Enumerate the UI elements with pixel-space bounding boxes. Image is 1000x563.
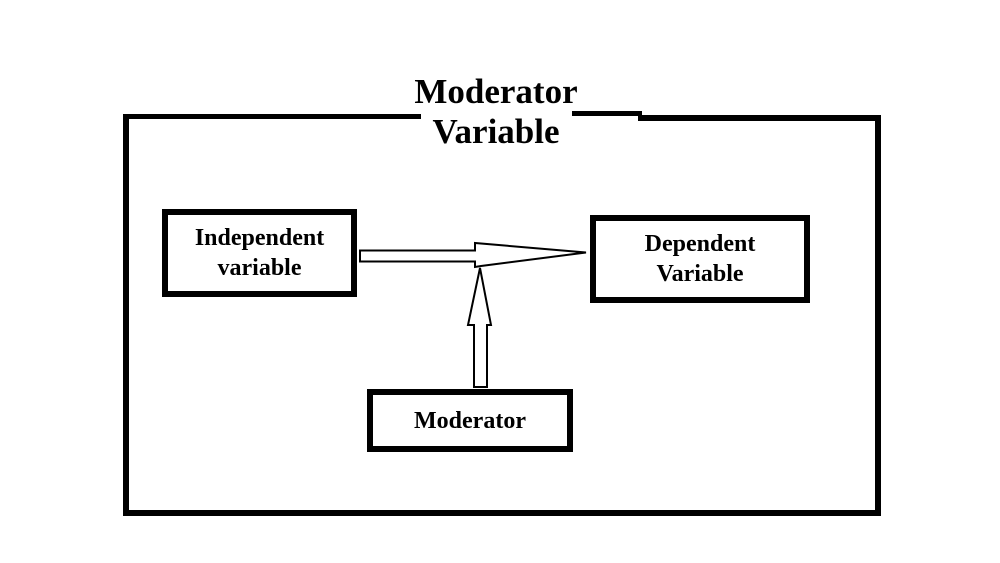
outer-frame <box>123 116 881 516</box>
arrow-independent-to-dependent <box>359 241 587 269</box>
node-independent-label-line-2: variable <box>217 255 302 281</box>
arrow-moderator-to-relationship <box>466 267 493 388</box>
node-moderator-label: Moderator <box>414 407 526 434</box>
node-dependent-label-line-1: Dependent <box>644 231 756 257</box>
outer-frame-top-border-middle-segment <box>572 111 642 116</box>
title-line-1: Moderator <box>414 72 578 111</box>
outer-frame-top-border-left-segment <box>123 114 421 119</box>
title-line-2: Variable <box>432 112 560 151</box>
node-independent-variable: Independent variable <box>162 209 357 297</box>
diagram-title: Moderator Variable <box>336 72 656 152</box>
node-dependent-label-line-2: Variable <box>656 261 744 287</box>
node-independent-label-line-1: Independent <box>194 225 325 251</box>
node-moderator: Moderator <box>367 389 573 452</box>
outer-frame-top-border-right-segment <box>638 115 881 121</box>
node-dependent-variable: Dependent Variable <box>590 215 810 303</box>
